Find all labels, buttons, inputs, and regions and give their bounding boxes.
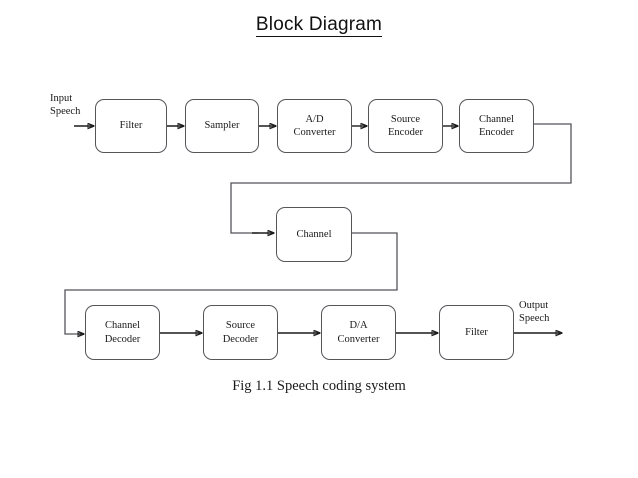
input-speech-label: Input Speech xyxy=(50,93,81,118)
block-filter-out[interactable]: Filter xyxy=(439,305,514,360)
block-channel-decoder[interactable]: Channel Decoder xyxy=(85,305,160,360)
block-source-decoder[interactable]: Source Decoder xyxy=(203,305,278,360)
output-speech-label: Output Speech xyxy=(519,300,550,325)
page-title-text: Block Diagram xyxy=(255,14,383,37)
block-channel-encoder[interactable]: Channel Encoder xyxy=(459,99,534,153)
block-sampler[interactable]: Sampler xyxy=(185,99,259,153)
block-channel[interactable]: Channel xyxy=(276,207,352,262)
page-title: Block Diagram xyxy=(0,14,638,37)
figure-caption: Fig 1.1 Speech coding system xyxy=(232,378,406,394)
block-ad-converter[interactable]: A/D Converter xyxy=(277,99,352,153)
block-source-encoder[interactable]: Source Encoder xyxy=(368,99,443,153)
block-filter-in[interactable]: Filter xyxy=(95,99,167,153)
block-da-converter[interactable]: D/A Converter xyxy=(321,305,396,360)
